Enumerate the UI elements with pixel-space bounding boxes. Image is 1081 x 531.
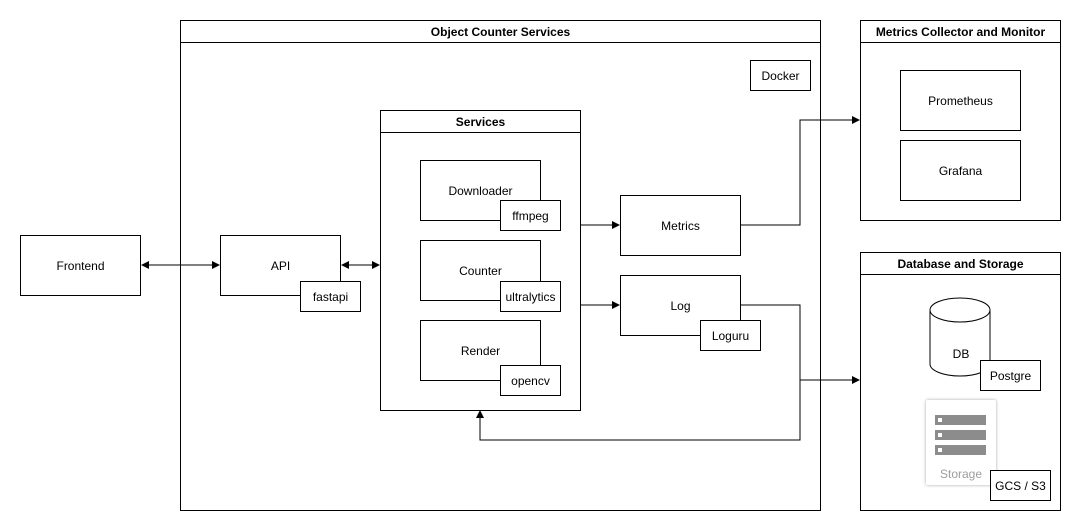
frontend-node[interactable]: Frontend [20, 235, 141, 296]
log-services-feedback-link [476, 380, 801, 441]
object-counter-services-group: Object Counter Services [180, 20, 821, 511]
metrics-node[interactable]: Metrics [620, 195, 741, 256]
opencv-tag[interactable]: opencv [500, 365, 561, 396]
gcs-s3-tag[interactable]: GCS / S3 [990, 470, 1051, 501]
db-label: DB [952, 347, 970, 361]
services-title: Services [381, 111, 580, 133]
loguru-tag[interactable]: Loguru [700, 320, 761, 351]
ffmpeg-tag[interactable]: ffmpeg [500, 200, 561, 231]
cylinder-database-icon[interactable] [929, 296, 993, 380]
postgre-tag[interactable]: Postgre [980, 360, 1041, 391]
docker-node[interactable]: Docker [750, 60, 811, 91]
metrics-collector-monitor-group: Metrics Collector and Monitor [860, 20, 1061, 221]
log-storage-link [740, 304, 860, 384]
database-storage-group: Database and Storage [860, 252, 1061, 511]
object-counter-services-title: Object Counter Services [181, 21, 820, 43]
metrics-collector-monitor-title: Metrics Collector and Monitor [861, 21, 1060, 43]
grafana-node[interactable]: Grafana [900, 140, 1021, 201]
ultralytics-tag[interactable]: ultralytics [500, 281, 561, 312]
database-storage-title: Database and Storage [861, 253, 1060, 275]
storage-card[interactable] [926, 400, 996, 485]
metrics-monitor-link [740, 116, 860, 226]
storage-label: Storage [939, 467, 983, 481]
fastapi-tag[interactable]: fastapi [300, 281, 361, 312]
prometheus-node[interactable]: Prometheus [900, 70, 1021, 131]
server-rack-storage-icon [935, 415, 986, 455]
